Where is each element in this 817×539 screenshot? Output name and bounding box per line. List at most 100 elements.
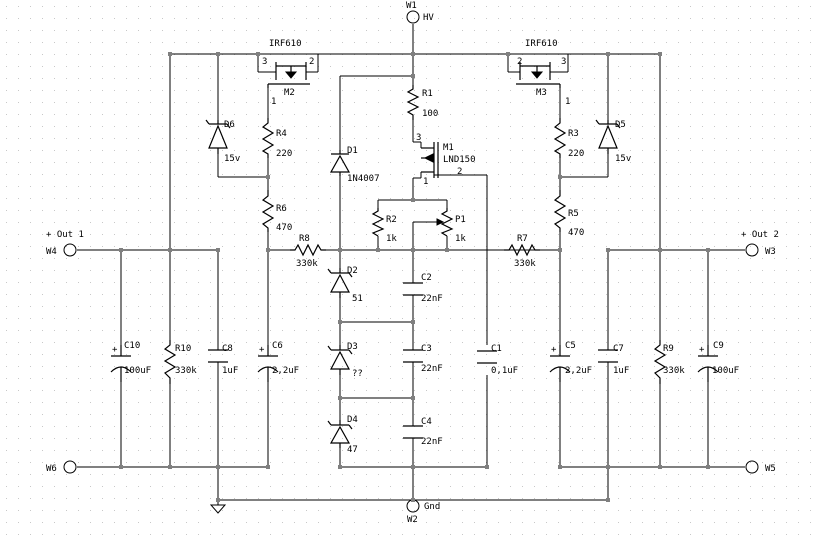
r7-ref: R7 (517, 234, 528, 244)
ground-symbol (209, 504, 227, 514)
terminal-w4-label: + Out 1 (46, 230, 84, 240)
m2-type: IRF610 (269, 39, 302, 49)
m3-pin-s: 3 (561, 57, 566, 67)
terminal-w3-out2: + Out 2 W3 (741, 230, 779, 257)
terminal-w1-id: W1 (406, 1, 417, 11)
r1-ref: R1 (422, 89, 433, 99)
capacitor-c3: C3 22nF (403, 344, 443, 374)
c5-plus: + (551, 345, 557, 355)
potentiometer-p1: P1 1k (436, 208, 466, 244)
c6-plus: + (259, 345, 265, 355)
d1-value: 1N4007 (347, 174, 380, 184)
terminal-w6-id: W6 (46, 464, 57, 474)
capacitor-c6: + C6 2,2uF (257, 341, 299, 382)
capacitor-c8: C8 1uF (208, 344, 238, 376)
m1-pin-d: 3 (416, 133, 421, 143)
d5-value: 15v (615, 154, 631, 164)
r8-ref: R8 (299, 234, 310, 244)
resistor-r6: R6 470 (261, 190, 292, 233)
c5-value: 2,2uF (565, 366, 592, 376)
c4-value: 22nF (421, 437, 443, 447)
terminal-w4-id: W4 (46, 247, 57, 257)
diode-d5: D5 15v (595, 119, 631, 164)
resistor-r7: R7 330k (504, 234, 540, 269)
diode-d1: D1 1N4007 (329, 146, 380, 184)
r2-ref: R2 (386, 215, 397, 225)
terminal-w3-id: W3 (765, 247, 776, 257)
r3-value: 220 (568, 149, 584, 159)
c2-value: 22nF (421, 294, 443, 304)
m2-pin-d: 2 (309, 57, 314, 67)
terminal-w4-out1: + Out 1 W4 (46, 230, 84, 257)
m1-type: LND150 (443, 155, 476, 165)
r9-value: 330k (663, 366, 685, 376)
c10-plus: + (112, 345, 118, 355)
c1-value: 0,1uF (491, 366, 518, 376)
d6-ref: D6 (224, 120, 235, 130)
capacitor-c9: + C9 100uF (697, 341, 739, 382)
diode-d4: D4 47 (327, 415, 358, 455)
terminal-w2-label: Gnd (424, 502, 440, 512)
p1-ref: P1 (455, 215, 466, 225)
c7-value: 1uF (613, 366, 629, 376)
r2-value: 1k (386, 234, 397, 244)
m2-pin-g: 1 (271, 97, 276, 107)
r6-ref: R6 (276, 204, 287, 214)
d4-ref: D4 (347, 415, 358, 425)
d6-value: 15v (224, 154, 240, 164)
r3-ref: R3 (568, 129, 579, 139)
capacitor-c2: C2 22nF (403, 273, 443, 304)
c4-ref: C4 (421, 417, 432, 427)
resistor-r5: R5 470 (553, 190, 584, 238)
capacitor-c1: C1 0,1uF (477, 344, 518, 376)
diode-d6: D6 15v (205, 119, 240, 164)
c9-ref: C9 (713, 341, 724, 351)
d3-value: ?? (352, 369, 363, 379)
c10-value: 100uF (124, 366, 151, 376)
r5-ref: R5 (568, 209, 579, 219)
r4-value: 220 (276, 149, 292, 159)
c6-ref: C6 (272, 341, 283, 351)
r8-value: 330k (296, 259, 318, 269)
c1-ref: C1 (491, 344, 502, 354)
p1-value: 1k (455, 234, 466, 244)
capacitor-c10: + C10 100uF (110, 341, 151, 382)
m1-pin-s: 2 (457, 167, 462, 177)
terminal-w2-id: W2 (407, 515, 418, 525)
resistor-r2: R2 1k (371, 208, 397, 244)
wires (77, 24, 745, 505)
terminal-w5-id: W5 (765, 464, 776, 474)
c10-ref: C10 (124, 341, 140, 351)
r10-ref: R10 (175, 344, 191, 354)
d3-ref: D3 (347, 342, 358, 352)
m1-pin-g: 1 (423, 177, 428, 187)
capacitor-c7: C7 1uF (598, 344, 629, 376)
terminal-w5: W5 (745, 460, 776, 474)
r1-value: 100 (422, 109, 438, 119)
c9-plus: + (699, 345, 705, 355)
c5-ref: C5 (565, 341, 576, 351)
resistor-r1: R1 100 (406, 85, 438, 120)
terminal-w1-label: HV (423, 13, 434, 23)
m3-ref: M3 (536, 88, 547, 98)
m3-type: IRF610 (525, 39, 558, 49)
capacitor-c5: + C5 2,2uF (549, 341, 592, 382)
c7-ref: C7 (613, 344, 624, 354)
c3-value: 22nF (421, 364, 443, 374)
r6-value: 470 (276, 223, 292, 233)
diode-d3: D3 ?? (327, 342, 363, 379)
d2-value: 51 (352, 294, 363, 304)
mosfet-m2: IRF610 M2 3 2 1 (262, 39, 314, 107)
c8-ref: C8 (222, 344, 233, 354)
c3-ref: C3 (421, 344, 432, 354)
terminal-w1-hv: W1 HV (406, 1, 434, 24)
d1-ref: D1 (347, 146, 358, 156)
d2-ref: D2 (347, 266, 358, 276)
resistor-r9: R9 330k (653, 340, 685, 384)
terminal-w2-gnd: Gnd W2 (406, 499, 440, 525)
m3-pin-g: 1 (565, 97, 570, 107)
diode-d2: D2 51 (327, 266, 363, 304)
m2-ref: M2 (284, 88, 295, 98)
d5-ref: D5 (615, 120, 626, 130)
